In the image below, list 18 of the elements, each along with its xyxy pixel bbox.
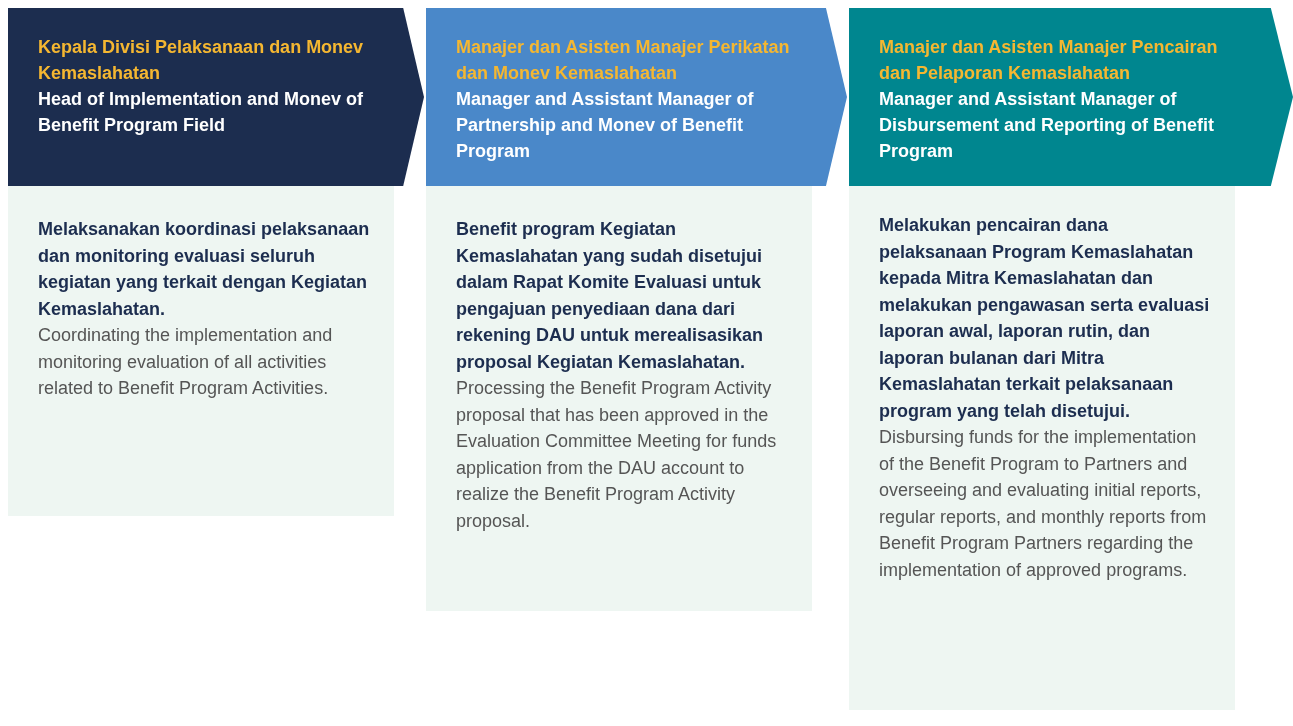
description-text: Benefit program Kegiatan Kemaslahatan yang sudah disetujui dalam Rapat Komite Evaluasi untuk pengajuan penyediaan dana dari rekening DAU untuk merealisasikan proposal Kegiatan Kemaslahatan. [456, 218, 765, 374]
chevron-banner [426, 8, 847, 186]
role-title-english: Head of Implementation and Monev of Benefit Program Field [38, 88, 365, 137]
role-title-english: Manager and Assistant Manager of Partnership and Monev of Benefit Program [456, 88, 755, 163]
description-text: Melakukan pencairan dana pelaksanaan Program Kemaslahatan kepada Mitra Kemaslahatan dan melakukan pengawasan serta evaluasi laporan awal, laporan rutin, dan laporan bulanan dari Mitra Kemaslahatan terkait pelaksanaan program yang telah disetujui. [879, 214, 1211, 423]
chevron-banner [849, 8, 1293, 186]
description-text-english: Processing the Benefit Program Activity proposal that has been approved in the Evaluation Committee Meeting for funds application from the DAU account to realize the Benefit Program Activity proposal. [456, 377, 778, 533]
description-panel [849, 186, 1235, 710]
chevron-banner [8, 8, 424, 186]
description-text-english: Disbursing funds for the implementation of the Benefit Program to Partners and overseeing and evaluating initial reports, regular reports, and monthly reports from Benefit Program Partners regarding the implementation of approved programs. [879, 426, 1208, 582]
role-title: Kepala Divisi Pelaksanaan dan Monev Kemaslahatan [38, 36, 365, 85]
description-text-english: Coordinating the implementation and monitoring evaluation of all activities related to Benefit Program Activities. [38, 324, 334, 400]
role-title: Manajer dan Asisten Manajer Pencairan dan Pelaporan Kemaslahatan [879, 36, 1219, 85]
role-title-english: Manager and Assistant Manager of Disbursement and Reporting of Benefit Program [879, 88, 1216, 163]
description-panel [8, 186, 394, 516]
description-panel [426, 186, 812, 611]
description-text: Melaksanakan koordinasi pelaksanaan dan monitoring evaluasi seluruh kegiatan yang terkait dengan Kegiatan Kemaslahatan. [38, 218, 371, 321]
role-title: Manajer dan Asisten Manajer Perikatan dan Monev Kemaslahatan [456, 36, 791, 85]
